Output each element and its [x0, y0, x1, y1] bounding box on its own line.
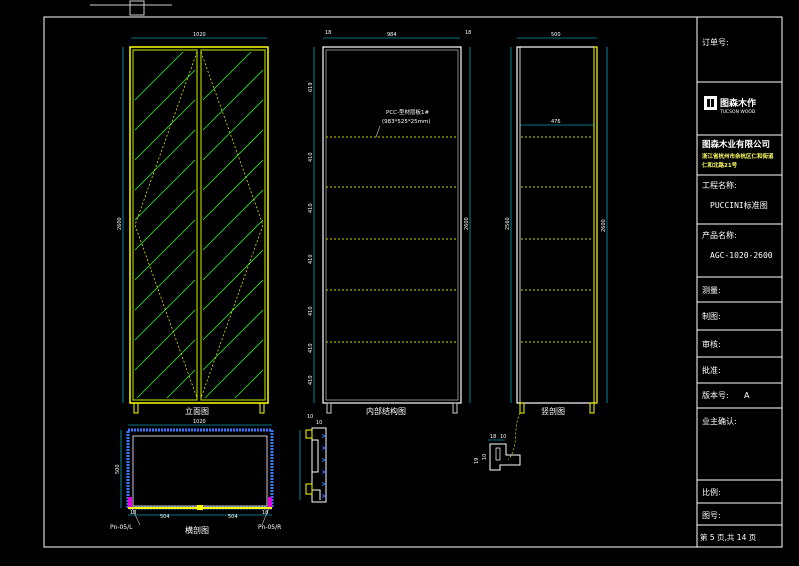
plan-right-gap: 18 [262, 510, 268, 516]
plan-mid-right: 504 [228, 514, 238, 520]
side-door-profile [593, 46, 598, 404]
right-glass-door [200, 49, 266, 401]
internal-inner-frame [325, 49, 459, 401]
int-width-dim: 984 [387, 32, 397, 38]
left-glass-door [132, 49, 198, 401]
plan-depth-dim: 500 [115, 464, 121, 474]
svg-text:10: 10 [316, 420, 322, 426]
int-height-dim: 2600 [464, 217, 470, 230]
svg-text:19: 19 [474, 458, 480, 464]
drawing-border [43, 16, 783, 548]
plan-width-dim: 1020 [193, 419, 206, 425]
side-total-dim: 2600 [601, 219, 607, 232]
side-inner-dim: 476 [551, 119, 561, 125]
front-cabinet-frame [129, 46, 269, 404]
side-view-label: 竖剖图 [541, 406, 565, 416]
shelf-note-line1: PCC-型材层板1# [386, 108, 429, 116]
plan-view-label: 横剖图 [185, 525, 209, 535]
project-label: 工程名称: [702, 180, 737, 190]
int-shelf-dim: 410 [308, 203, 314, 213]
int-shelf-dim: 410 [308, 375, 314, 385]
int-shelf-dim: 619 [308, 82, 314, 92]
company-address-1: 浙江省杭州市余杭区仁和街道 [702, 152, 774, 160]
logo-cn: 图森木作 [720, 97, 756, 109]
side-top-dim: 500 [551, 32, 561, 38]
drawing-label: 制图: [702, 311, 721, 321]
svg-text:10: 10 [307, 414, 313, 420]
internal-view-label: 内部结构图 [366, 406, 406, 416]
plan-hinge-left [128, 497, 132, 507]
left-door-swing [134, 51, 198, 399]
front-view-label: 立面图 [185, 406, 209, 416]
title-block: 订单号: 图森木作 TUCSON WOOD 图森木业有限公司 浙江省杭州市余杭区… [697, 37, 782, 542]
top-edge-marks [90, 0, 172, 16]
svg-text:18: 18 [490, 434, 496, 440]
side-leg-left [519, 402, 525, 414]
plan-center-post [197, 505, 203, 510]
plan-view: 1020 500 18 504 504 18 Pn-05/L Pn-05/R 横… [110, 419, 281, 535]
internal-shelves [326, 136, 458, 343]
drawing-no-label: 图号: [702, 511, 721, 520]
plan-inner-cavity [132, 435, 268, 507]
product-value: AGC-1020-2600 [710, 251, 773, 260]
side-leg-right [589, 402, 595, 414]
int-left-dim: 18 [325, 30, 331, 36]
measure-label: 测量: [702, 286, 721, 295]
scale-label: 比例: [702, 487, 721, 497]
side-cabinet-frame [516, 46, 598, 404]
company-logo: 图森木作 TUCSON WOOD [704, 96, 756, 115]
int-right-dim: 18 [465, 30, 471, 36]
left-door-glass-hatch [135, 52, 195, 398]
int-shelf-dim: 410 [308, 254, 314, 264]
side-height-dim: 2560 [505, 217, 511, 230]
profile-detail-a: 10 10 [299, 414, 327, 503]
product-label: 产品名称: [702, 230, 737, 240]
right-door-swing [200, 51, 264, 399]
internal-view: 18 984 18 619 410 410 410 410 410 410 2600 PCC… [308, 30, 471, 416]
front-view: 1020 2600 [117, 32, 269, 416]
plan-left-tag: Pn-05/L [110, 524, 133, 531]
profile-detail-b: 18 10 19 10 [474, 434, 521, 471]
internal-cabinet-frame [322, 46, 462, 404]
int-leg-left [326, 402, 332, 414]
page-indicator: 第 5 页,共 14 页 [700, 532, 757, 542]
project-value: PUCCINI标准图 [710, 200, 768, 210]
int-leg-right [452, 402, 458, 414]
order-label: 订单号: [702, 37, 729, 47]
int-shelf-dim: 410 [308, 306, 314, 316]
logo-en: TUCSON WOOD [719, 109, 756, 115]
review-label: 审核: [702, 339, 721, 349]
company-name: 图森木业有限公司 [702, 139, 770, 150]
plan-mid-left: 504 [160, 514, 170, 520]
front-leg-right [259, 402, 265, 414]
front-leg-left [133, 402, 139, 414]
svg-text:10: 10 [482, 454, 488, 460]
company-address-2: 仁和北路21号 [702, 161, 738, 169]
front-width-dim: 1020 [193, 32, 206, 38]
approve-label: 批准: [702, 365, 721, 375]
front-height-dim: 2600 [117, 217, 123, 230]
version-value: A [744, 391, 750, 400]
int-shelf-dim: 410 [308, 343, 314, 353]
svg-text:10: 10 [500, 434, 506, 440]
plan-left-gap: 18 [130, 510, 136, 516]
side-shelves [521, 136, 593, 343]
version-label: 版本号: [702, 390, 729, 400]
owner-confirm-label: 业主确认: [702, 416, 737, 426]
int-shelf-dim: 410 [308, 152, 314, 162]
int-shelf-dims: 619 410 410 410 410 410 410 [308, 82, 314, 385]
right-door-glass-hatch [203, 52, 263, 398]
shelf-note-line2: (983*525*25mm) [382, 119, 431, 125]
side-view: 500 476 2560 2600 竖剖图 [505, 32, 608, 461]
plan-right-tag: Pn-05/R [258, 524, 281, 531]
plan-outer-panel [126, 428, 274, 510]
plan-hinge-right [268, 497, 272, 507]
